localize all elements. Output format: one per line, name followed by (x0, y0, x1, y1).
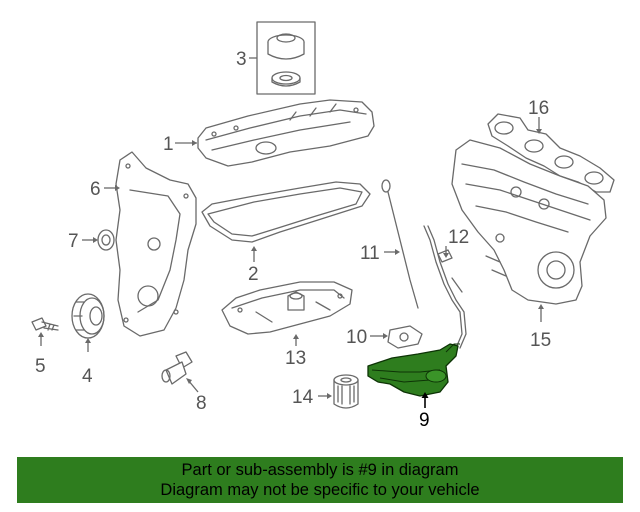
callout-9[interactable]: 9 (419, 410, 430, 431)
part-1-valve-cover[interactable] (197, 99, 375, 167)
callout-15[interactable]: 15 (530, 330, 551, 351)
part-14-oil-filter[interactable] (333, 374, 359, 409)
callout-13[interactable]: 13 (285, 348, 306, 369)
parts-diagram: 3 1 16 6 7 (31, 21, 615, 431)
part-5-crank-bolt[interactable] (31, 317, 59, 331)
callout-16[interactable]: 16 (528, 98, 549, 119)
part-15-engine-block[interactable] (451, 139, 607, 305)
part-info-banner: Part or sub-assembly is #9 in diagram Di… (17, 457, 623, 503)
part-10-gasket[interactable] (387, 325, 423, 349)
part-6-timing-cover[interactable] (115, 151, 197, 337)
callout-12[interactable]: 12 (448, 227, 469, 248)
part-16-intake-gasket[interactable] (487, 113, 615, 193)
part-9-oil-strainer[interactable] (367, 343, 460, 397)
callout-6[interactable]: 6 (90, 179, 101, 200)
part-2-cover-gasket[interactable] (201, 181, 371, 243)
part-8-sensor[interactable] (161, 351, 193, 385)
callout-2[interactable]: 2 (248, 264, 259, 285)
part-12-dipstick-guide[interactable] (423, 225, 467, 349)
part-11-dipstick[interactable] (381, 179, 419, 309)
callout-4[interactable]: 4 (82, 366, 93, 387)
banner-line-1: Part or sub-assembly is #9 in diagram (181, 461, 459, 479)
callout-1[interactable]: 1 (163, 134, 174, 155)
callout-8[interactable]: 8 (196, 393, 207, 414)
callout-5[interactable]: 5 (35, 356, 46, 377)
part-13-oil-pan[interactable] (221, 281, 353, 335)
part-7-oil-seal[interactable] (97, 229, 115, 251)
callout-11[interactable]: 11 (360, 243, 380, 264)
callout-10[interactable]: 10 (346, 327, 367, 348)
callout-7[interactable]: 7 (68, 231, 79, 252)
banner-line-2: Diagram may not be specific to your vehi… (160, 481, 480, 499)
callout-14[interactable]: 14 (292, 387, 314, 408)
part-4-crank-pulley[interactable] (71, 293, 105, 339)
callout-3[interactable]: 3 (236, 49, 247, 70)
part-3-oil-filler-cap[interactable] (256, 21, 316, 95)
